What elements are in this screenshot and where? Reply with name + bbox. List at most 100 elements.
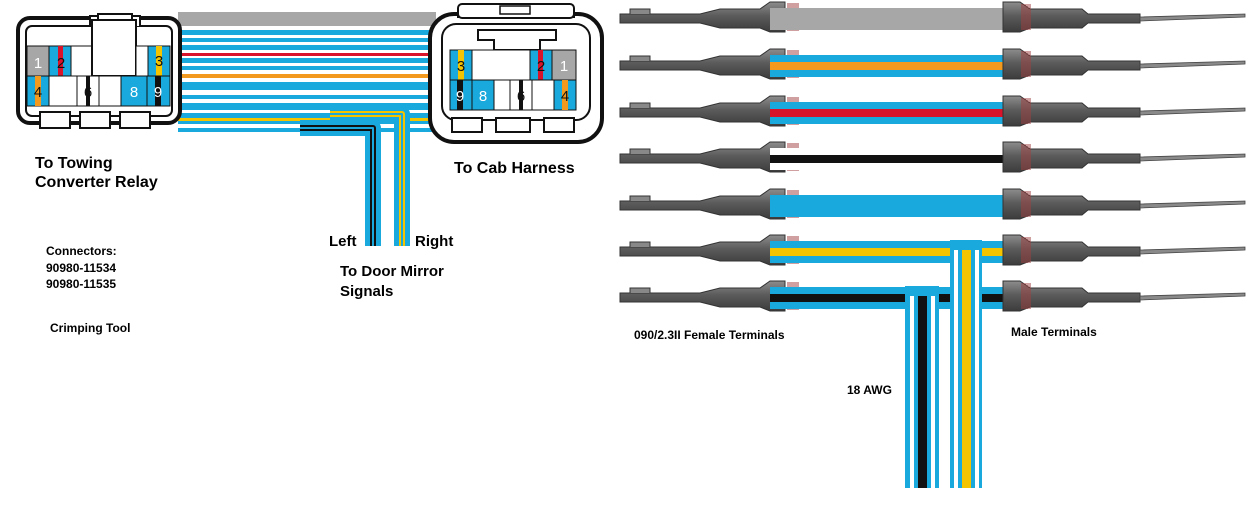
male-terminal-pin — [1139, 246, 1246, 255]
female-terminal-tab — [629, 55, 651, 61]
relay-pin-label: 3 — [155, 53, 163, 70]
female-terminal — [619, 95, 786, 127]
harness-wire — [178, 70, 436, 74]
relay-pin-label: 2 — [57, 55, 65, 72]
male-terminal-pin — [1139, 13, 1246, 22]
awg-wire-gap — [954, 250, 958, 488]
awg-wire-drops — [905, 240, 982, 488]
towing-relay-label-line2: Converter Relay — [35, 174, 158, 191]
terminal-row — [619, 95, 1246, 127]
female-terminal-tab — [629, 8, 651, 14]
male-terminal-pin — [1139, 60, 1246, 69]
male-terminal-pin — [1139, 200, 1246, 209]
harness-wire — [178, 63, 436, 66]
harness-wire — [178, 56, 436, 58]
harness-wire — [178, 38, 436, 42]
door-mirror-label-line1: To Door Mirror — [340, 263, 444, 280]
relay-pin-label: 1 — [34, 55, 42, 72]
awg-wire-stripe — [962, 250, 971, 488]
female-terminal-tab — [629, 241, 651, 247]
connectors-heading: Connectors: — [46, 244, 117, 258]
relay-pin-label: 4 — [34, 84, 42, 101]
male-terminal-pin — [1139, 153, 1246, 162]
mirror-wire — [330, 113, 403, 246]
harness-wire — [178, 95, 436, 99]
towing-relay-label-line1: To Towing — [35, 155, 113, 172]
harness-wire — [178, 66, 436, 70]
male-terminal-pin — [1139, 107, 1246, 116]
male-terminal-pin — [1139, 292, 1246, 301]
awg-wire-gap — [910, 296, 914, 488]
harness-wire — [178, 103, 436, 110]
terminal-row — [619, 234, 1246, 266]
female-terminal-tab — [629, 102, 651, 108]
female-terminal-tab — [629, 195, 651, 201]
female-terminals-label: 090/2.3II Female Terminals — [634, 328, 785, 342]
cab-pin-label: 1 — [560, 58, 568, 75]
cab-pin-label: 4 — [561, 88, 569, 105]
awg-wire-gap — [931, 296, 935, 488]
towing-relay-connector: 1 2 3 4 6 8 9 — [16, 13, 182, 129]
harness-wire — [178, 35, 436, 38]
wire-insulation — [770, 8, 1006, 30]
female-terminal-tab — [629, 148, 651, 154]
cab-harness-label: To Cab Harness — [454, 160, 575, 177]
female-terminal — [619, 188, 786, 220]
door-mirror-wires — [300, 106, 410, 246]
wire-gauge-label: 18 AWG — [847, 383, 892, 397]
cab-pin-label: 3 — [457, 58, 465, 75]
right-signal-label: Right — [415, 233, 454, 250]
awg-wire-stripe — [918, 296, 927, 488]
harness-wire — [178, 74, 436, 78]
harness-wire — [178, 50, 436, 53]
connector-part-number: 90980-11535 — [46, 277, 117, 291]
female-terminal — [619, 1, 786, 33]
terminal-row — [619, 48, 1246, 80]
left-signal-label: Left — [329, 233, 357, 250]
crimping-tool-label: Crimping Tool — [50, 321, 131, 335]
harness-wire — [178, 99, 436, 103]
cab-harness-connector: 3 2 1 9 8 6 4 — [428, 3, 604, 144]
cab-pin-label: 9 — [456, 88, 464, 105]
relay-pin-label: 9 — [154, 84, 162, 101]
wire-stripe — [770, 248, 1006, 256]
harness-wire — [178, 118, 436, 121]
mirror-wire — [300, 125, 376, 246]
female-terminal — [619, 280, 786, 312]
terminal-row — [619, 141, 1246, 173]
terminal-row — [619, 188, 1246, 220]
harness-wire — [178, 78, 436, 82]
awg-wire-gap — [975, 250, 979, 488]
female-terminal-tab — [629, 287, 651, 293]
terminal-row — [619, 280, 1246, 312]
harness-wire — [178, 58, 436, 63]
harness-wire — [178, 90, 436, 95]
mirror-wire — [300, 127, 374, 246]
wire-stripe — [770, 294, 1006, 302]
relay-pin-label: 8 — [130, 84, 138, 101]
harness-wire — [178, 110, 436, 113]
wire-insulation — [770, 195, 1006, 217]
harness-wire — [178, 113, 436, 118]
harness-wire — [178, 30, 436, 35]
female-terminal — [619, 48, 786, 80]
cab-pin-label: 6 — [517, 88, 525, 105]
relay-pin-label: 6 — [84, 84, 92, 101]
harness-wire — [178, 45, 436, 50]
harness-wire — [178, 26, 436, 30]
male-terminals-label: Male Terminals — [1011, 325, 1097, 339]
cab-pin-label: 2 — [537, 58, 545, 75]
harness-wire — [178, 12, 436, 26]
mirror-wire — [300, 120, 381, 246]
wire-stripe — [770, 109, 1006, 117]
terminal-rows — [619, 1, 1246, 312]
harness-wire — [178, 53, 436, 56]
connector-part-number: 90980-11534 — [46, 261, 117, 275]
terminal-row — [619, 1, 1246, 33]
harness-wire — [178, 42, 436, 45]
door-mirror-label-line2: Signals — [340, 283, 394, 300]
wire-stripe — [770, 155, 1006, 163]
cab-pin-label: 8 — [479, 88, 487, 105]
wire-stripe — [770, 62, 1006, 70]
